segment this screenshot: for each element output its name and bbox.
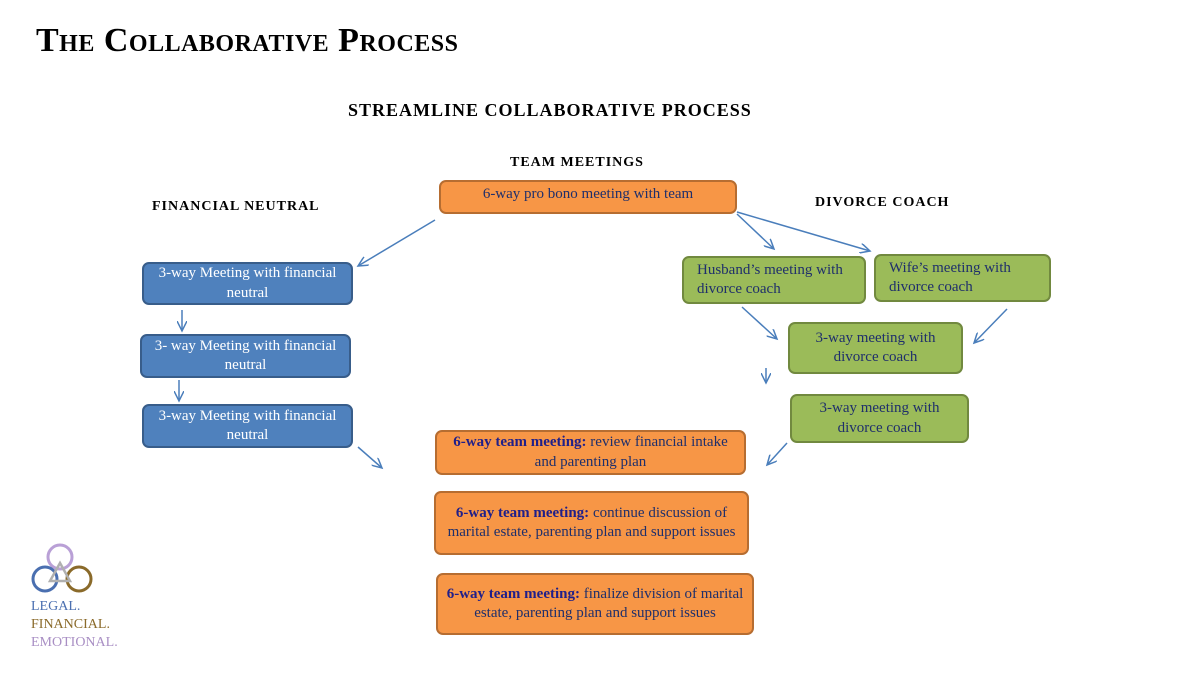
coach-3way-meeting-2: 3-way meeting with divorce coach bbox=[790, 394, 969, 443]
team-meeting-1: 6-way team meeting: review financial int… bbox=[435, 430, 746, 475]
arrow-wife-to-coach3way bbox=[974, 308, 1008, 343]
financial-meeting-3: 3-way Meeting with financial neutral bbox=[142, 404, 353, 448]
logo-text-emotional: EMOTIONAL. bbox=[31, 635, 118, 650]
logo-text-legal: LEGAL. bbox=[31, 599, 81, 614]
team-meeting-2: 6-way team meeting: continue discussion … bbox=[434, 491, 749, 555]
coach-3way-meeting-1: 3-way meeting with divorce coach bbox=[788, 322, 963, 374]
diagram-subtitle: STREAMLINE COLLABORATIVE PROCESS bbox=[348, 100, 752, 120]
arrow-husband-to-coach3way bbox=[741, 306, 777, 339]
team-meeting-3-text: finalize division of marital estate, par… bbox=[474, 585, 744, 622]
arrow-team-to-financial bbox=[358, 219, 436, 266]
heading-team-meetings: TEAM MEETINGS bbox=[510, 155, 644, 170]
arrow-fin3-to-team bbox=[357, 446, 382, 468]
team-meeting-3: 6-way team meeting: finalize division of… bbox=[436, 573, 754, 635]
heading-financial-neutral: FINANCIAL NEUTRAL bbox=[152, 199, 320, 214]
logo-text-financial: FINANCIAL. bbox=[31, 617, 110, 632]
team-meeting-2-label: 6-way team meeting: bbox=[455, 504, 590, 521]
husband-coach-meeting: Husband’s meeting with divorce coach bbox=[682, 256, 866, 304]
financial-meeting-2: 3- way Meeting with financial neutral bbox=[140, 334, 351, 378]
team-initial-meeting: 6-way pro bono meeting with team bbox=[439, 180, 737, 214]
arrow-coach-to-team bbox=[767, 442, 788, 465]
team-meeting-1-text: review financial intake and parenting pl… bbox=[534, 434, 728, 470]
heading-divorce-coach: DIVORCE COACH bbox=[815, 195, 950, 210]
arrow-team-to-wife bbox=[736, 211, 870, 251]
team-meeting-1-label: 6-way team meeting: bbox=[453, 434, 587, 450]
financial-meeting-1: 3-way Meeting with financial neutral bbox=[142, 262, 353, 305]
team-meeting-3-label: 6-way team meeting: bbox=[446, 585, 580, 602]
arrow-team-to-husband bbox=[736, 213, 774, 249]
logo-icon bbox=[31, 543, 93, 593]
page-title: The Collaborative Process bbox=[36, 22, 459, 59]
wife-coach-meeting: Wife’s meeting with divorce coach bbox=[874, 254, 1051, 302]
team-meeting-2-text: continue discussion of marital estate, p… bbox=[447, 504, 736, 541]
